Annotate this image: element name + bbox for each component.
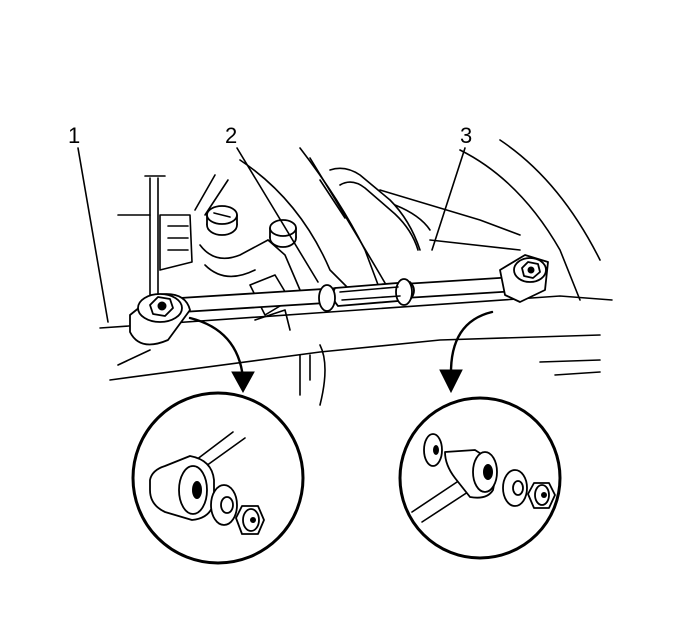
detail-arrow-right	[439, 310, 494, 394]
tie-rod	[179, 276, 518, 313]
left-bushing	[129, 293, 191, 346]
leader-line-3	[431, 147, 466, 251]
leader-line-2	[236, 147, 319, 283]
leader-line-1	[77, 147, 109, 323]
right-bushing	[499, 254, 549, 303]
callout-2: 2	[225, 123, 237, 148]
detail-arrow-left	[188, 316, 255, 394]
detail-circle-left	[131, 391, 305, 565]
callout-1: 1	[68, 123, 80, 148]
frame-bolt-left	[206, 205, 238, 236]
detail-circle-right	[398, 396, 562, 560]
callout-3: 3	[460, 123, 472, 148]
chassis-frame	[99, 139, 613, 406]
